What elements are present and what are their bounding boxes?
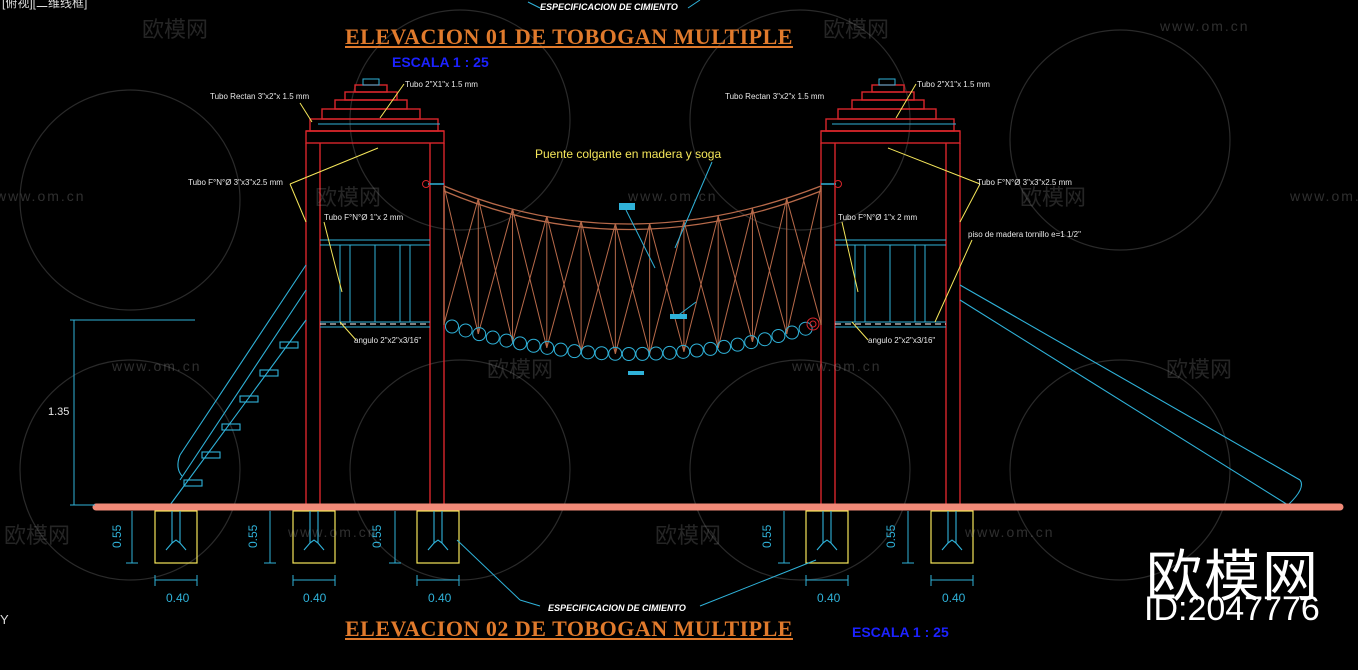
bridge-plank: [581, 345, 595, 360]
bridge-plank: [526, 338, 541, 353]
bridge-plank: [703, 341, 718, 356]
bridge-plank: [485, 330, 500, 345]
note-right-tube-rect: Tubo Rectan 3"x2"x 1.5 mm: [725, 92, 825, 101]
bridge-plank: [730, 337, 745, 352]
model-id: ID:2047776: [1144, 590, 1320, 628]
note-bridge: Puente colgante en madera y soga: [535, 147, 722, 161]
bridge-plank: [744, 335, 759, 350]
elevation-title-bottom: ELEVACION 02 DE TOBOGAN MULTIPLE: [345, 616, 793, 641]
bridge-plank: [472, 327, 487, 342]
bridge-cross-rope: [580, 223, 616, 352]
bridge-plank: [594, 346, 609, 361]
bridge-plank: [689, 343, 704, 358]
bridge-cross-rope: [649, 221, 685, 354]
bridge-plank: [540, 340, 555, 355]
bridge-plank: [635, 346, 650, 361]
bridge-plank: [499, 333, 514, 348]
bridge-plank: [649, 346, 663, 361]
bridge-plank: [621, 346, 636, 361]
dim-width: 0.40: [303, 591, 327, 605]
dim-width: 0.40: [166, 591, 190, 605]
dim-depth: 0.55: [246, 524, 260, 548]
note-right-angle: angulo 2"x2"x3/16": [868, 336, 936, 345]
bridge-cross-rope: [512, 216, 548, 342]
note-left-tube-top: Tubo 2"X1"x 1.5 mm: [405, 80, 478, 89]
bridge-cross-rope: [546, 221, 582, 348]
bridge-plank: [458, 323, 473, 338]
bridge-plank: [798, 321, 813, 336]
dim-width: 0.40: [817, 591, 841, 605]
bridge-cross-rope: [751, 198, 788, 342]
brand-logo: 欧模网: [1146, 545, 1320, 608]
bridge-plank: [513, 336, 527, 351]
viewport-label[interactable]: [俯视][二维线框]: [2, 0, 88, 10]
note-right-tube-fn-a: Tubo F°N°Ø 3"x3"x2.5 mm: [977, 178, 1072, 187]
dim-height: 1.35: [48, 406, 70, 418]
dim-width: 0.40: [942, 591, 966, 605]
bridge-plank: [717, 339, 731, 354]
bridge-cross-rope: [786, 185, 822, 335]
bridge-cross-rope: [717, 208, 753, 348]
note-right-tube-top: Tubo 2"X1"x 1.5 mm: [917, 80, 990, 89]
right-tower: [820, 78, 1303, 506]
bridge-plank: [553, 342, 568, 357]
elevation-title-top: ELEVACION 01 DE TOBOGAN MULTIPLE: [345, 24, 793, 49]
note-left-tube-rect: Tubo Rectan 3"x2"x 1.5 mm: [210, 92, 310, 101]
dim-depth: 0.55: [370, 524, 384, 548]
dim-depth: 0.55: [110, 524, 124, 548]
bridge-plank: [676, 344, 691, 359]
height-dimension: [70, 319, 195, 506]
note-right-floor: piso de madera tornillo e=1 1/2": [968, 230, 1081, 239]
note-right-tube-fn-b: Tubo F°N°Ø 1"x 2 mm: [838, 213, 918, 222]
dim-depth: 0.55: [760, 524, 774, 548]
bridge-plank: [771, 329, 786, 344]
scale-label-bottom: ESCALA 1 : 25: [852, 624, 949, 640]
watermark-circles: [19, 9, 1231, 581]
bridge-cross-rope: [477, 208, 514, 335]
left-tower: [169, 78, 445, 506]
note-left-tube-fn-a: Tubo F°N°Ø 3"x3"x2.5 mm: [188, 178, 283, 187]
bridge-plank: [662, 345, 677, 360]
bridge-cross-rope: [683, 216, 719, 352]
suspension-bridge: [422, 161, 842, 375]
scale-label-top: ESCALA 1 : 25: [392, 54, 489, 70]
dim-depth: 0.55: [884, 524, 898, 548]
spec-title-top: ESPECIFICACION DE CIMIENTO: [540, 2, 678, 12]
bridge-cross-rope: [443, 198, 479, 325]
footings: [126, 510, 974, 607]
bridge-plank: [785, 325, 799, 340]
bridge-plank: [757, 332, 772, 347]
bridge-plank: [608, 346, 623, 361]
spec-title-bottom: ESPECIFICACION DE CIMIENTO: [548, 603, 686, 613]
note-left-tube-fn-b: Tubo F°N°Ø 1"x 2 mm: [324, 213, 404, 222]
note-left-angle: angulo 2"x2"x3/16": [354, 336, 422, 345]
ucs-axis-label: Y: [0, 612, 9, 627]
dim-width: 0.40: [428, 591, 452, 605]
bridge-plank: [445, 319, 459, 334]
bridge-plank: [567, 344, 582, 359]
